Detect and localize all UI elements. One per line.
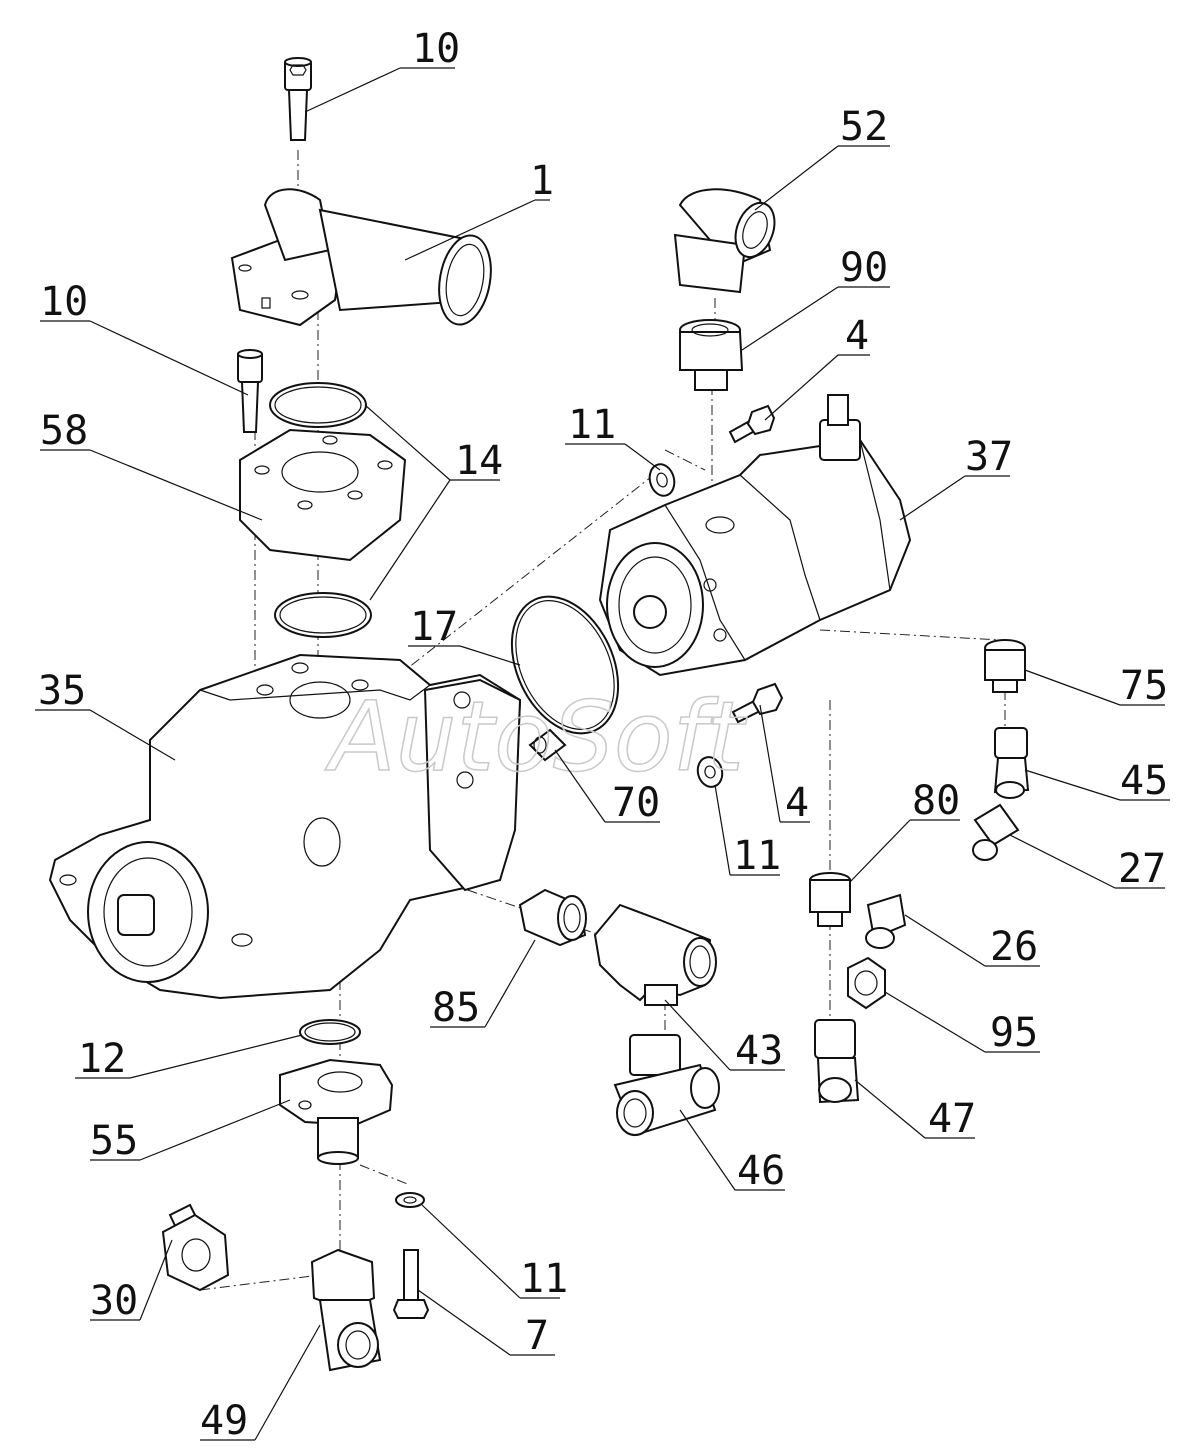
part-35-main-pump — [48, 653, 522, 1000]
callout-30: 30 — [90, 1278, 138, 1324]
callout-10-top: 10 — [412, 26, 460, 72]
callout-70: 70 — [612, 780, 660, 826]
callout-95: 95 — [990, 1010, 1038, 1056]
callout-27: 27 — [1118, 846, 1166, 892]
callout-1: 1 — [530, 158, 554, 204]
part-14-o-rings — [269, 382, 372, 638]
part-85-adapter — [518, 888, 587, 947]
callout-4-mid: 4 — [785, 780, 809, 826]
callout-35: 35 — [38, 668, 86, 714]
part-55-flange — [279, 1058, 394, 1165]
part-17-o-ring — [510, 595, 620, 735]
callout-14: 14 — [455, 438, 503, 484]
callout-90: 90 — [840, 245, 888, 291]
watermark: AutoSoft — [324, 681, 747, 793]
part-52-elbow — [673, 188, 776, 294]
part-4-bolt-top — [728, 404, 776, 444]
callout-17: 17 — [410, 604, 458, 650]
callout-75: 75 — [1120, 663, 1168, 709]
callout-11-top: 11 — [568, 402, 616, 448]
part-95-nut — [847, 956, 886, 1010]
callout-47: 47 — [928, 1096, 976, 1142]
part-11-washer-top — [648, 463, 676, 497]
callout-11-mid: 11 — [733, 833, 781, 879]
callout-11-bottom: 11 — [520, 1256, 568, 1302]
callout-80: 80 — [912, 778, 960, 824]
callout-58: 58 — [40, 408, 88, 454]
callout-43: 43 — [735, 1028, 783, 1074]
part-26-fitting — [865, 893, 907, 949]
callout-85: 85 — [432, 985, 480, 1031]
part-43-tee — [593, 903, 717, 1006]
callout-46: 46 — [737, 1148, 785, 1194]
part-80-fitting — [809, 872, 851, 927]
callout-37: 37 — [965, 434, 1013, 480]
part-45-elbow — [993, 727, 1030, 799]
part-30-fitting — [161, 1203, 230, 1292]
part-27-fitting — [972, 803, 1020, 861]
callout-4-top: 4 — [845, 313, 869, 359]
callout-labels: 10 1 52 90 10 4 58 11 14 37 17 35 75 70 … — [38, 26, 1168, 1444]
callout-10-mid: 10 — [40, 279, 88, 325]
part-11-washer-bottom — [395, 1192, 425, 1208]
callout-12: 12 — [78, 1036, 126, 1082]
callout-26: 26 — [990, 924, 1038, 970]
part-1-elbow-flange — [230, 188, 492, 327]
part-58-flange-plate — [239, 428, 407, 562]
callout-55: 55 — [90, 1118, 138, 1164]
part-49-elbow — [310, 1248, 382, 1372]
part-90-adapter — [679, 319, 744, 391]
part-12-o-ring — [299, 1019, 361, 1045]
callout-49: 49 — [200, 1398, 248, 1444]
leader-lines — [35, 67, 1170, 1441]
part-70-fitting — [528, 728, 567, 762]
part-11-washer-mid — [696, 756, 724, 788]
part-7-bolt — [392, 1249, 430, 1319]
callout-7: 7 — [525, 1313, 549, 1359]
part-46-tee — [613, 1034, 720, 1137]
part-10-screw-top — [284, 57, 312, 141]
part-47-elbow — [814, 1019, 860, 1104]
part-75-fitting — [984, 639, 1026, 693]
part-10-screw-mid — [237, 349, 263, 433]
part-37-gear-pump — [598, 394, 912, 677]
callout-52: 52 — [840, 104, 888, 150]
callout-45: 45 — [1120, 758, 1168, 804]
